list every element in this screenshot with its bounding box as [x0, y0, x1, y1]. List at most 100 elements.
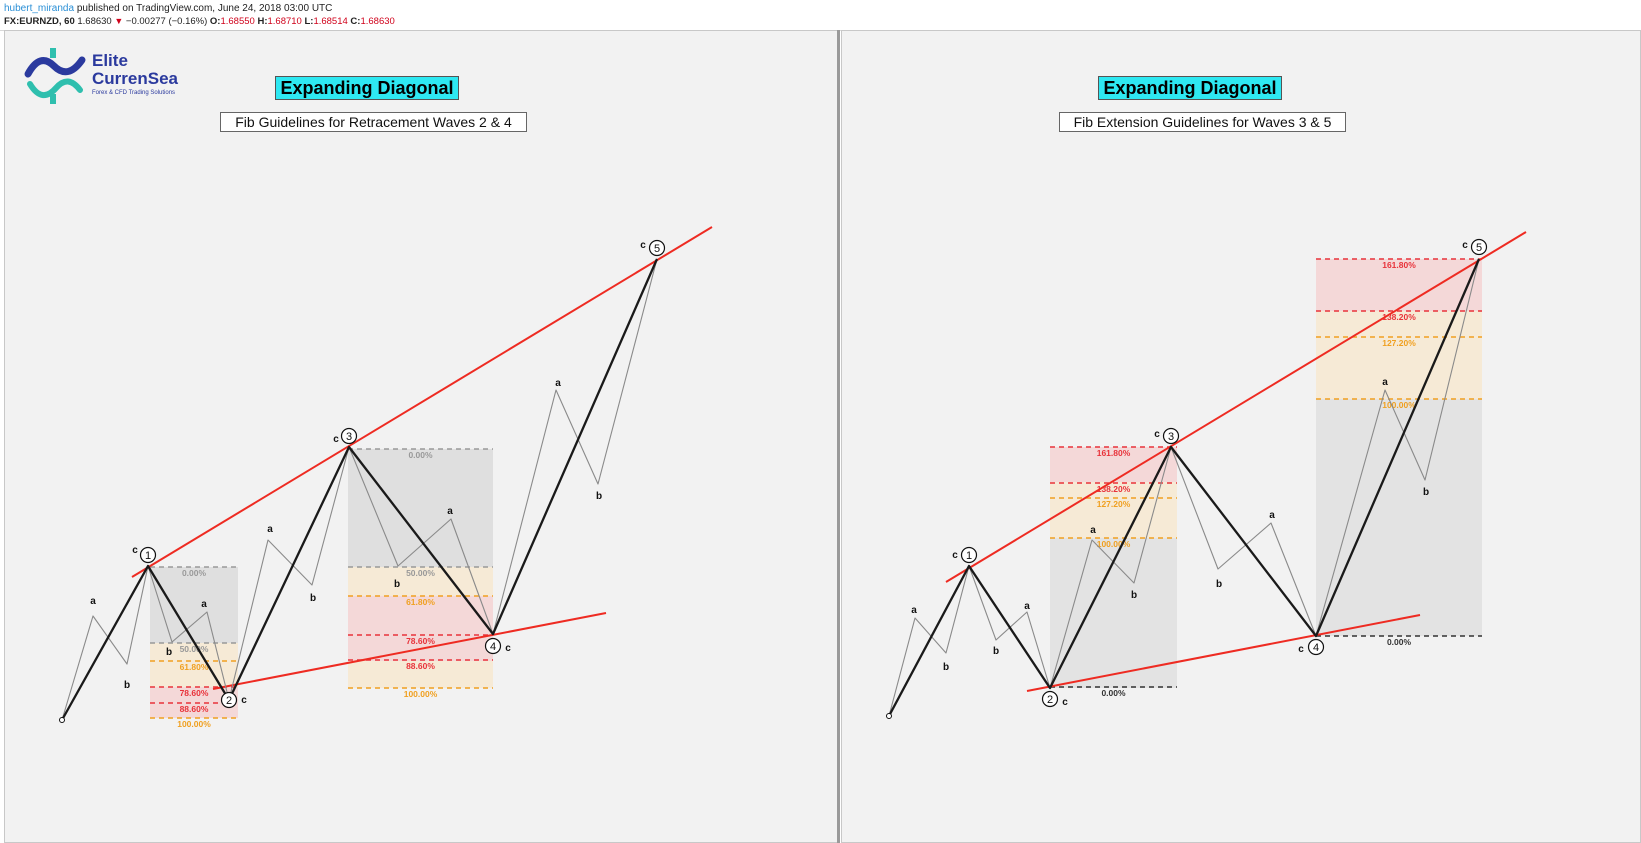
w3-ext-zone-orange [1050, 482, 1177, 538]
w3-ext-4-label: 161.80% [1097, 448, 1131, 458]
w4-fib-4-label: 88.60% [406, 661, 435, 671]
right-subwaves-1-2 [888, 565, 1051, 717]
left-wave-5-circle [648, 239, 666, 257]
w4-fib-zone-orange-2 [348, 661, 493, 688]
right-subwave-label-3: b [993, 646, 999, 657]
right-wave-5-circle [1470, 238, 1488, 256]
w2-fib-5-label: 100.00% [177, 719, 211, 729]
right-wave-4-circle [1307, 638, 1325, 656]
w2-fib-4-label: 88.60% [180, 704, 209, 714]
panel-divider[interactable] [837, 30, 840, 843]
w2-fib-1-label: 50.00% [180, 644, 209, 654]
right-subwave-label-6: a [1269, 510, 1275, 521]
left-wave-2-degree: c [241, 695, 247, 706]
right-main-wave-path [887, 258, 1481, 717]
w2-fib-0-label: 0.00% [182, 568, 207, 578]
publish-info: published on TradingView.com, June 24, 2… [76, 3, 333, 14]
close-label: C: [350, 16, 361, 27]
w2-fib-2-label: 61.80% [180, 662, 209, 672]
right-wave-1-degree: c [952, 550, 958, 561]
left-wave-1-number: 1 [145, 550, 151, 562]
right-subwave-label-1: b [943, 662, 949, 673]
left-wave-5-number: 5 [654, 243, 660, 255]
right-subwave-label-4: a [1090, 525, 1096, 536]
left-subwave-label-3: b [166, 647, 172, 658]
high-label: H: [257, 16, 268, 27]
right-wave-4-number: 4 [1313, 642, 1319, 654]
right-wave-2-degree: c [1062, 697, 1068, 708]
logo-line1: Elite [92, 51, 128, 70]
left-subwave-label-1: b [124, 680, 130, 691]
subwave-5 [492, 258, 658, 635]
right-subwave-label-8: a [1382, 377, 1388, 388]
right-subwave-label-7: b [1216, 579, 1222, 590]
high-value: 1.68710 [267, 16, 302, 27]
last-price: 1.68630 [77, 16, 112, 27]
w5-ext-2-label: 127.20% [1382, 338, 1416, 348]
ohlc-line: FX:EURNZD, 60 1.68630 ▼ −0.00277 (−0.16%… [4, 15, 395, 28]
left-wave-3-number: 3 [346, 431, 352, 443]
w4-fib-3-label: 78.60% [406, 636, 435, 646]
right-lower-trendline [1026, 614, 1421, 692]
wave-origin-dot [59, 717, 65, 723]
w4-fib-zone-gray [348, 449, 493, 567]
close-value: 1.68630 [360, 16, 395, 27]
open-label: O: [209, 16, 221, 27]
left-wave-1-degree: c [132, 545, 138, 556]
down-arrow-icon: ▼ [114, 16, 124, 26]
right-chart-subtitle: Fib Extension Guidelines for Waves 3 & 5 [1059, 112, 1346, 132]
left-subwave-label-0: a [90, 596, 96, 607]
left-subwave-label-5: b [310, 593, 316, 604]
left-wave-5-degree: c [640, 240, 646, 251]
w5-ext-1-label: 100.00% [1382, 400, 1416, 410]
right-chart-title: Expanding Diagonal [1098, 76, 1282, 100]
w4-fib-zone-orange [348, 567, 493, 596]
left-subwave-label-2: a [201, 599, 207, 610]
w5-ext-3-label: 138.20% [1382, 312, 1416, 322]
right-subwave-label-5: b [1131, 590, 1137, 601]
w3-ext-2-label: 127.20% [1097, 499, 1131, 509]
logo-line2: CurrenSea [92, 69, 178, 88]
right-wave-5-degree: c [1462, 240, 1468, 251]
right-subwave-label-9: b [1423, 487, 1429, 498]
w5-ext-zone-red [1316, 259, 1482, 311]
open-value: 1.68550 [220, 16, 255, 27]
w2-fib-zone-gray [150, 567, 238, 643]
right-wave-3-degree: c [1154, 429, 1160, 440]
w4-fib-5-label: 100.00% [404, 689, 438, 699]
right-wave-2-number: 2 [1047, 694, 1053, 706]
right-subwave-5 [1315, 258, 1480, 637]
logo-mark-icon [24, 48, 86, 104]
right-upper-trendline [945, 231, 1527, 583]
w5-ext-0-label: 0.00% [1387, 637, 1412, 647]
w5-ext-zone-gray [1316, 399, 1482, 636]
left-wave-3-degree: c [333, 434, 339, 445]
right-wave-origin-dot [886, 713, 892, 719]
symbol-label: FX:EURNZD, 60 [4, 16, 75, 27]
left-wave-1-circle [139, 546, 157, 564]
right-wave-2-circle [1041, 690, 1059, 708]
left-wave-4-circle [484, 637, 502, 655]
upper-trendline [131, 226, 713, 578]
main-wave-path [60, 258, 659, 721]
left-subwave-label-6: a [447, 506, 453, 517]
w5-ext-4-label: 161.80% [1382, 260, 1416, 270]
price-change: −0.00277 (−0.16%) [125, 16, 208, 27]
right-wave-3-circle [1162, 427, 1180, 445]
right-subwave-label-0: a [911, 605, 917, 616]
right-wave-5-number: 5 [1476, 242, 1482, 254]
low-value: 1.68514 [313, 16, 348, 27]
right-wave-4-degree: c [1298, 644, 1304, 655]
w4-fib-1-label: 50.00% [406, 568, 435, 578]
author-link[interactable]: hubert_miranda [4, 3, 75, 14]
right-wave-1-number: 1 [966, 550, 972, 562]
w5-ext-zone-orange [1316, 311, 1482, 399]
left-wave-4-degree: c [505, 643, 511, 654]
lower-trendline [212, 612, 607, 690]
left-chart-panel [4, 30, 839, 843]
logo-text: Elite CurrenSea [92, 52, 178, 88]
left-subwave-label-4: a [267, 524, 273, 535]
logo-tagline: Forex & CFD Trading Solutions [92, 90, 176, 96]
left-subwave-label-9: b [596, 491, 602, 502]
